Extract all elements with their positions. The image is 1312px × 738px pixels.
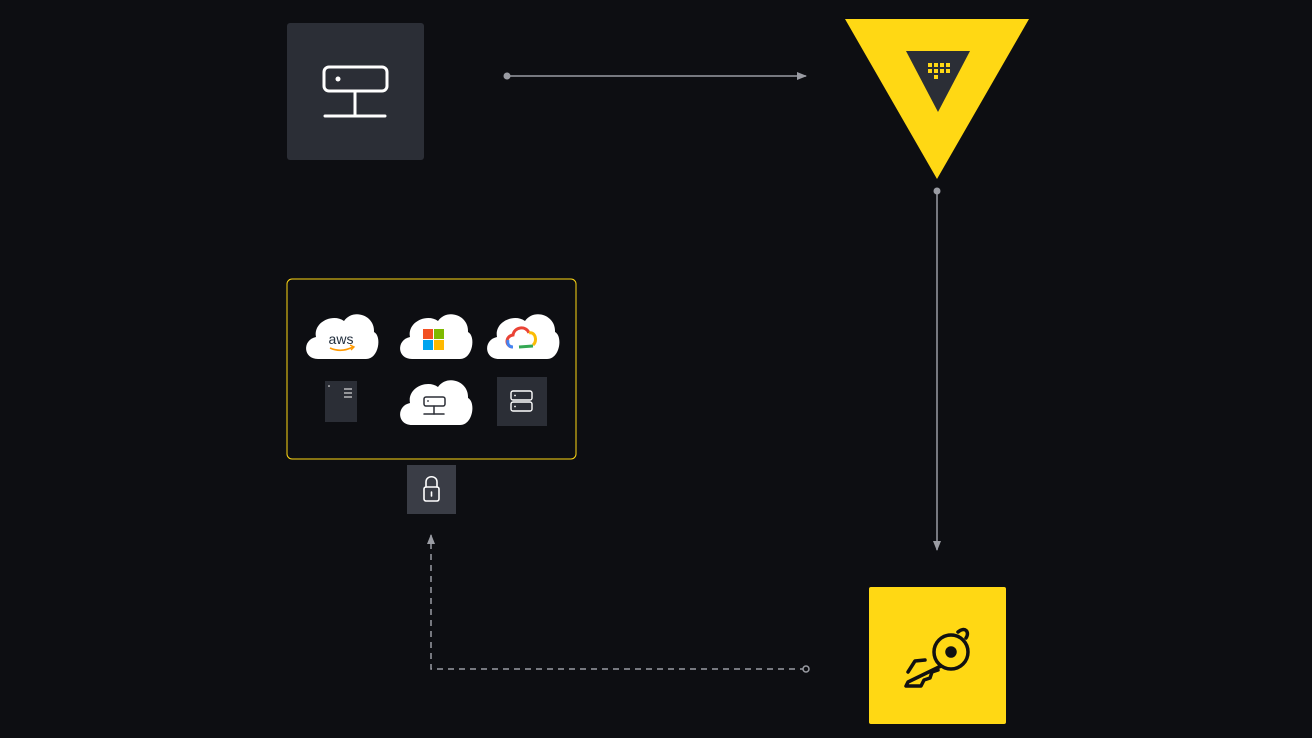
vault-logo-icon xyxy=(845,19,1029,179)
dynamic-secret-node[interactable] xyxy=(869,587,1006,724)
aws-cloud-icon[interactable]: aws xyxy=(306,314,379,359)
google-cloud-icon[interactable] xyxy=(487,314,560,359)
client-node[interactable] xyxy=(287,23,424,160)
server-rack-icon[interactable] xyxy=(497,377,547,426)
database-document-icon[interactable] xyxy=(325,381,357,422)
microsoft-azure-cloud-icon[interactable] xyxy=(400,314,473,359)
lock-node[interactable] xyxy=(407,465,456,514)
edge-vault-to-secret xyxy=(933,187,941,551)
keys-icon xyxy=(904,627,970,688)
edge-secret-to-lock xyxy=(427,534,810,673)
aws-label: aws xyxy=(329,331,354,347)
private-cloud-server-icon[interactable] xyxy=(400,380,473,425)
edge-client-to-vault xyxy=(503,72,807,80)
target-group[interactable]: aws xyxy=(286,278,577,460)
server-client-icon xyxy=(322,65,389,118)
vault-node[interactable] xyxy=(845,19,1029,179)
lock-icon xyxy=(423,475,440,502)
